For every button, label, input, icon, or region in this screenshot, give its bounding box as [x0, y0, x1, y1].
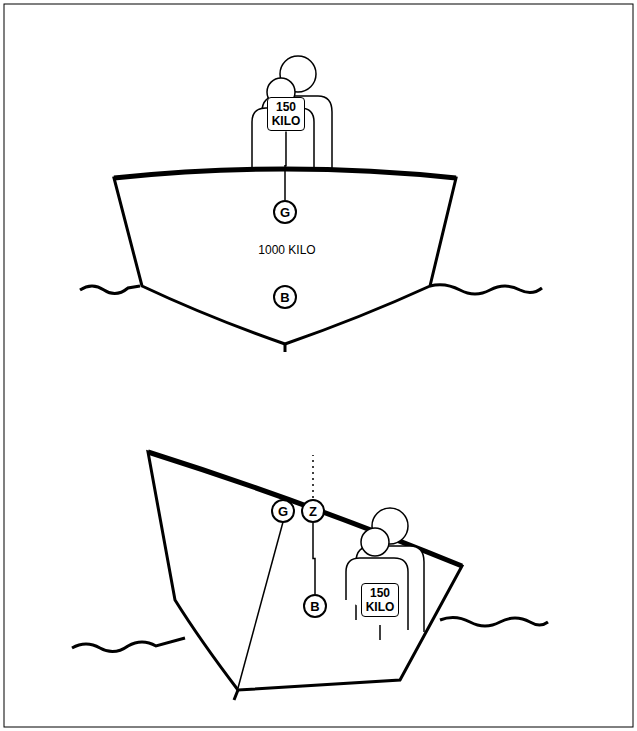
- boat-hull: [148, 452, 462, 690]
- keel: [234, 690, 238, 700]
- weight-box: 150 KILO: [361, 583, 400, 618]
- weight-line: [313, 523, 315, 594]
- keel: [284, 344, 287, 352]
- center-of-gravity: G: [271, 499, 295, 523]
- center-of-gravity: G: [273, 200, 297, 224]
- persons-upright: [252, 56, 332, 170]
- point-letter: B: [310, 599, 319, 614]
- weight-box: 150 KILO: [267, 97, 306, 132]
- weight-line: [379, 625, 381, 640]
- leader-line: [238, 522, 283, 688]
- point-letter: G: [280, 205, 290, 220]
- weight-label: 1000 KILO: [256, 243, 317, 257]
- metacenter: Z: [301, 499, 325, 523]
- center-of-buoyancy: B: [303, 594, 327, 618]
- water-line: [80, 286, 140, 294]
- weight-label: 150 KILO: [366, 586, 395, 614]
- water-line: [72, 638, 185, 652]
- persons-tilted: [346, 508, 424, 632]
- water-line: [440, 617, 548, 626]
- dotted-line: [312, 455, 314, 498]
- weight-line: [284, 131, 286, 200]
- weight-label: 150 KILO: [272, 100, 301, 128]
- center-of-buoyancy: B: [273, 285, 297, 309]
- water-line: [430, 285, 542, 294]
- point-letter: Z: [309, 504, 317, 519]
- frame: [4, 4, 633, 727]
- point-letter: B: [280, 290, 289, 305]
- point-letter: G: [278, 504, 288, 519]
